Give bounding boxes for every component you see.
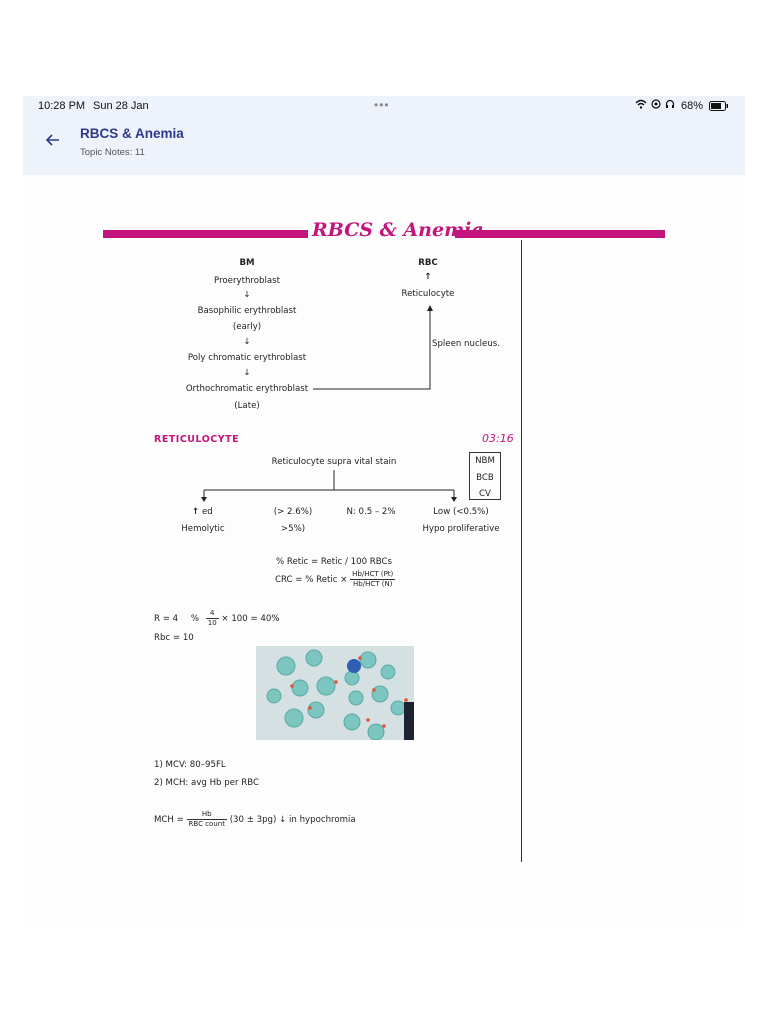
status-time: 10:28 PM (38, 100, 86, 112)
crc-numerator: Hb/HCT (Pt) (350, 570, 396, 580)
back-button[interactable] (45, 132, 65, 152)
calc-denominator: 10 (207, 619, 217, 627)
list-mch: 2) MCH: avg Hb per RBC (154, 778, 259, 788)
mch-right: (30 ± 3pg) ↓ in hypochromia (229, 815, 356, 825)
mch-fraction: Hb RBC count (186, 810, 227, 829)
maturation-connector (313, 305, 433, 390)
stage-polychromatic: Poly chromatic erythroblast (187, 353, 307, 363)
arrow-left-icon (45, 134, 59, 146)
crc-left: CRC = % Retic × (275, 575, 348, 585)
mch-numerator: Hb (186, 810, 227, 820)
calc-numerator: 4 (205, 609, 219, 619)
calc-line-1: R = 4 % 4 10 × 100 = 40% (154, 609, 280, 628)
branch-tree (201, 470, 457, 502)
mch-denominator: RBC count (188, 820, 225, 828)
battery-percent: 68% (681, 100, 704, 112)
low-range: Low (<0.5%) (433, 507, 489, 517)
bm-label: BM (239, 258, 255, 268)
margin-divider (521, 240, 522, 862)
stain-label: Reticulocyte supra vital stain (271, 457, 397, 467)
mch-left: MCH = (154, 815, 184, 825)
threshold-high-2: >5%) (280, 524, 306, 534)
rbc-label: RBC (418, 258, 438, 268)
status-date: Sun 28 Jan (93, 100, 149, 112)
heading-bar-left (103, 230, 308, 238)
calc-r: R = 4 (154, 614, 179, 624)
ed-text: ed (201, 507, 213, 517)
video-timestamp[interactable]: 03:16 (482, 432, 514, 445)
stain-nbm: NBM (475, 456, 495, 466)
stain-list-bracket (469, 452, 501, 500)
wifi-icon (635, 99, 647, 112)
crc-denominator: Hb/HCT (N) (353, 580, 393, 588)
formula-mch: MCH = Hb RBC count (30 ± 3pg) ↓ in hypoc… (154, 810, 356, 829)
page-title: RBCS & Anemia (80, 126, 184, 141)
location-icon (651, 99, 661, 112)
stage-late: (Late) (234, 401, 260, 411)
arrow-up-icon: ↑ (192, 507, 200, 517)
topic-notes-count: Topic Notes: 11 (80, 147, 145, 158)
stain-bcb: BCB (476, 473, 494, 483)
arrow-down-icon: ↓ (243, 368, 251, 378)
formula-retic-percent: % Retic = Retic / 100 RBCs (276, 557, 392, 567)
reticulocyte-title: RETICULOCYTE (154, 434, 240, 445)
notes-heading: RBCS & Anemia (312, 219, 484, 241)
threshold-high: (> 2.6%) (273, 507, 313, 517)
rbc-reticulocyte: Reticulocyte (401, 289, 455, 299)
calc-result: × 100 = 40% (221, 614, 280, 624)
increased-label: ↑ ed (192, 507, 213, 517)
calc-fraction: 4 10 (205, 609, 219, 628)
smear-illustration (256, 646, 414, 740)
stage-proerythroblast: Proerythroblast (214, 276, 280, 286)
list-mcv: 1) MCV: 80–95FL (154, 760, 226, 770)
stage-orthochromatic: Orthochromatic erythroblast (185, 384, 309, 394)
arrow-down-icon: ↓ (243, 290, 251, 300)
calc-percent: % (190, 614, 200, 624)
normal-range: N: 0.5 – 2% (346, 507, 396, 517)
stain-cv: CV (479, 489, 491, 499)
battery-icon (709, 101, 729, 114)
formula-crc: CRC = % Retic × Hb/HCT (Pt) Hb/HCT (N) (275, 570, 396, 589)
multitask-dots[interactable]: ••• (374, 98, 390, 112)
stage-basophilic: Basophilic erythroblast (197, 306, 297, 316)
arrow-up-icon: ↑ (424, 272, 432, 282)
calc-line-2: Rbc = 10 (154, 633, 194, 643)
hemolytic-label: Hemolytic (181, 524, 225, 534)
headphones-icon (665, 99, 675, 112)
arrow-down-icon: ↓ (243, 337, 251, 347)
status-bar: 10:28 PM Sun 28 Jan ••• 68% (23, 96, 745, 118)
crc-fraction: Hb/HCT (Pt) Hb/HCT (N) (350, 570, 396, 589)
hypo-proliferative: Hypo proliferative (422, 524, 500, 534)
stage-early: (early) (232, 322, 262, 332)
heading-bar-right (455, 230, 665, 238)
app-header: RBCS & Anemia Topic Notes: 11 (23, 118, 745, 175)
spleen-note: Spleen nucleus. (432, 339, 500, 349)
retic-smear-image (256, 646, 414, 740)
